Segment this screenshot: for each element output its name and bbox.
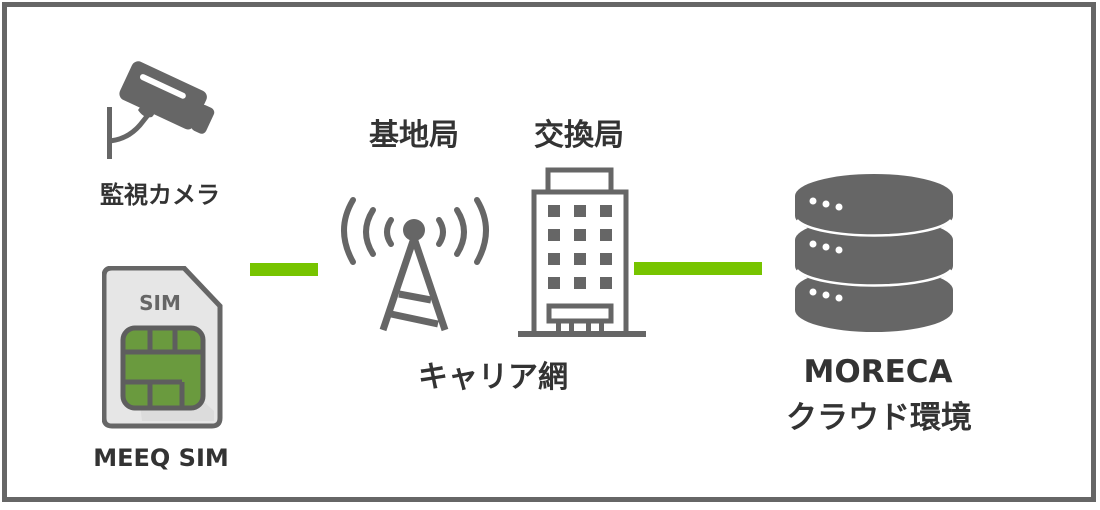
antenna-tower-icon bbox=[335, 190, 495, 335]
camera-label: 監視カメラ bbox=[100, 181, 220, 209]
connection-line-sim-to-base bbox=[250, 263, 318, 276]
cloud-label-line1: MORECA bbox=[803, 354, 953, 390]
sim-card-icon: SIM bbox=[102, 266, 224, 430]
connection-line-exchange-to-cloud bbox=[634, 262, 762, 275]
svg-text:SIM: SIM bbox=[139, 291, 181, 315]
security-camera-icon bbox=[98, 55, 223, 160]
sim-label: MEEQ SIM bbox=[93, 444, 229, 472]
exchange-label: 交換局 bbox=[534, 118, 624, 153]
cloud-label-line2: クラウド環境 bbox=[786, 400, 972, 436]
database-server-icon bbox=[793, 170, 955, 334]
carrier-network-label: キャリア網 bbox=[418, 360, 568, 395]
building-icon bbox=[516, 165, 648, 339]
base-station-label: 基地局 bbox=[369, 118, 459, 153]
